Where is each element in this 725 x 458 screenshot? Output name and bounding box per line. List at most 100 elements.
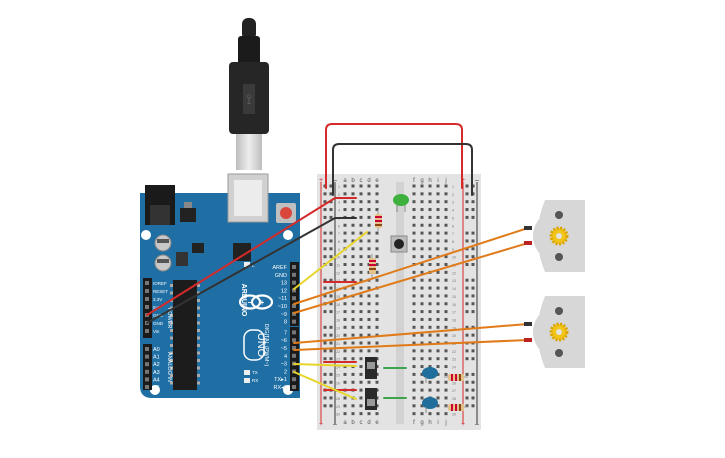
rail-hole[interactable]: [323, 278, 327, 282]
breadboard-hole[interactable]: [367, 341, 371, 345]
breadboard-hole[interactable]: [420, 302, 424, 306]
breadboard-hole[interactable]: [428, 215, 432, 219]
breadboard-hole[interactable]: [412, 333, 416, 337]
breadboard-hole[interactable]: [428, 231, 432, 235]
rail-hole[interactable]: [465, 349, 469, 353]
breadboard-hole[interactable]: [367, 200, 371, 204]
breadboard-hole[interactable]: [343, 255, 347, 259]
breadboard-hole[interactable]: [375, 325, 379, 329]
rail-hole[interactable]: [329, 349, 333, 353]
breadboard-hole[interactable]: [351, 317, 355, 321]
header-pin[interactable]: [292, 330, 296, 335]
breadboard-hole[interactable]: [359, 317, 363, 321]
breadboard-hole[interactable]: [343, 270, 347, 274]
breadboard-hole[interactable]: [351, 255, 355, 259]
arduino-uno-board[interactable]: – + ARDUINO UNO DIGITAL (PWM~) POWER ANA…: [140, 173, 300, 398]
breadboard-hole[interactable]: [359, 357, 363, 361]
breadboard-hole[interactable]: [359, 247, 363, 251]
breadboard-hole[interactable]: [367, 215, 371, 219]
breadboard-hole[interactable]: [412, 380, 416, 384]
rail-hole[interactable]: [471, 396, 475, 400]
rail-hole[interactable]: [465, 325, 469, 329]
breadboard-hole[interactable]: [359, 341, 363, 345]
rail-hole[interactable]: [329, 231, 333, 235]
rail-hole[interactable]: [329, 208, 333, 212]
breadboard-hole[interactable]: [436, 357, 440, 361]
rail-hole[interactable]: [465, 192, 469, 196]
breadboard-hole[interactable]: [444, 404, 448, 408]
rail-hole[interactable]: [329, 247, 333, 251]
breadboard-hole[interactable]: [343, 380, 347, 384]
breadboard-hole[interactable]: [436, 192, 440, 196]
breadboard-hole[interactable]: [428, 247, 432, 251]
header-pin[interactable]: [145, 281, 149, 285]
rail-hole[interactable]: [471, 333, 475, 337]
breadboard-hole[interactable]: [367, 208, 371, 212]
breadboard-hole[interactable]: [412, 396, 416, 400]
breadboard-hole[interactable]: [343, 192, 347, 196]
breadboard-hole[interactable]: [351, 404, 355, 408]
breadboard-hole[interactable]: [343, 317, 347, 321]
breadboard-hole[interactable]: [428, 278, 432, 282]
breadboard-hole[interactable]: [436, 247, 440, 251]
breadboard-hole[interactable]: [428, 192, 432, 196]
rail-hole[interactable]: [465, 310, 469, 314]
breadboard-hole[interactable]: [375, 317, 379, 321]
breadboard-hole[interactable]: [343, 278, 347, 282]
rail-hole[interactable]: [465, 263, 469, 266]
rail-hole[interactable]: [329, 357, 333, 361]
breadboard-hole[interactable]: [420, 349, 424, 353]
rail-hole[interactable]: [329, 333, 333, 337]
header-pin[interactable]: [292, 385, 296, 389]
breadboard-hole[interactable]: [444, 333, 448, 337]
breadboard-hole[interactable]: [375, 380, 379, 384]
header-pin[interactable]: [292, 280, 296, 285]
rail-hole[interactable]: [323, 372, 327, 376]
breadboard-hole[interactable]: [359, 184, 363, 188]
header-pin[interactable]: [145, 362, 149, 367]
breadboard-hole[interactable]: [412, 231, 416, 235]
breadboard-hole[interactable]: [436, 372, 440, 376]
breadboard-hole[interactable]: [375, 184, 379, 188]
breadboard-hole[interactable]: [375, 302, 379, 306]
breadboard-hole[interactable]: [359, 239, 363, 243]
breadboard-hole[interactable]: [375, 255, 379, 259]
breadboard-hole[interactable]: [359, 349, 363, 353]
breadboard-hole[interactable]: [367, 310, 371, 314]
wire-yellow-pin12[interactable]: [293, 231, 368, 290]
breadboard-hole[interactable]: [420, 372, 424, 376]
rail-hole[interactable]: [323, 286, 327, 290]
breadboard-hole[interactable]: [412, 357, 416, 361]
rail-hole[interactable]: [471, 239, 475, 243]
breadboard-hole[interactable]: [367, 239, 371, 243]
breadboard-hole[interactable]: [428, 239, 432, 243]
dc-motor-1[interactable]: [524, 200, 585, 272]
breadboard-hole[interactable]: [359, 223, 363, 227]
wire-orange-pin10[interactable]: [293, 227, 529, 305]
rail-hole[interactable]: [329, 263, 333, 266]
breadboard-hole[interactable]: [444, 372, 448, 376]
breadboard-hole[interactable]: [375, 231, 379, 235]
rail-hole[interactable]: [471, 349, 475, 353]
header-pin[interactable]: [292, 377, 296, 382]
breadboard-hole[interactable]: [343, 302, 347, 306]
breadboard-hole[interactable]: [420, 223, 424, 227]
breadboard-hole[interactable]: [444, 302, 448, 306]
rail-hole[interactable]: [471, 231, 475, 235]
breadboard-hole[interactable]: [444, 357, 448, 361]
breadboard-hole[interactable]: [444, 270, 448, 274]
breadboard-hole[interactable]: [351, 263, 355, 266]
breadboard-hole[interactable]: [351, 286, 355, 290]
breadboard-hole[interactable]: [428, 412, 432, 416]
breadboard-hole[interactable]: [436, 404, 440, 408]
rail-hole[interactable]: [323, 208, 327, 212]
breadboard-hole[interactable]: [412, 310, 416, 314]
rail-hole[interactable]: [471, 263, 475, 266]
breadboard-hole[interactable]: [420, 270, 424, 274]
header-pin[interactable]: [292, 304, 296, 308]
breadboard-hole[interactable]: [420, 278, 424, 282]
breadboard-hole[interactable]: [420, 310, 424, 314]
resistor-4[interactable]: [444, 404, 468, 411]
breadboard-hole[interactable]: [436, 302, 440, 306]
